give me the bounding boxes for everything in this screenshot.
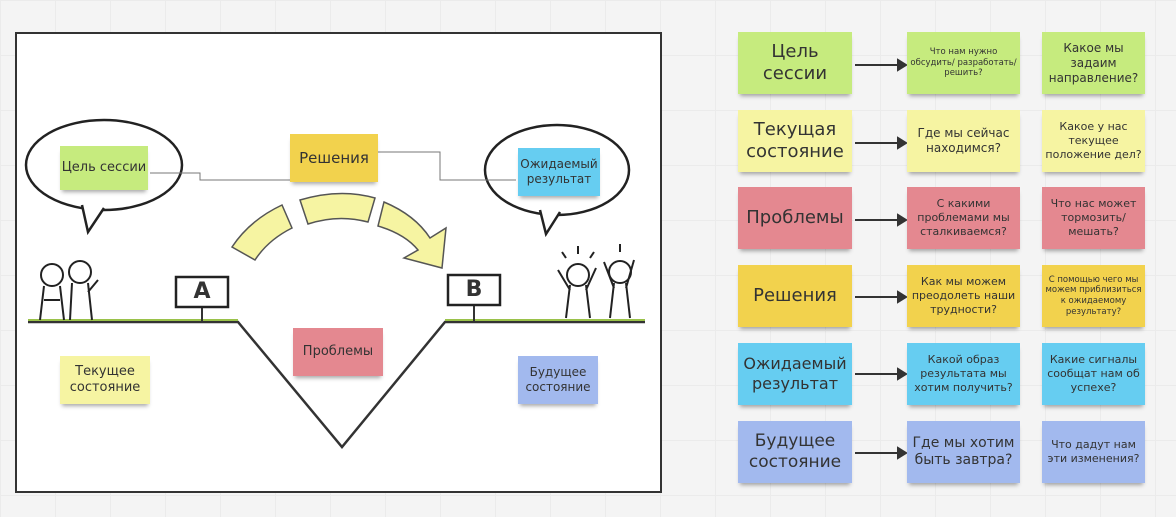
sign-a-label: A [193, 279, 211, 305]
note-expected-result: Ожидаемый результат [518, 148, 600, 196]
happy-people-icon [557, 244, 635, 319]
row-q1-solutions: Как мы можем преодолеть наши трудности? [907, 265, 1020, 327]
row-q2-expected: Какие сигналы сообщат нам об успехе? [1042, 343, 1145, 405]
row-label-current: Текущая состояние [738, 110, 852, 172]
row-q2-current: Какое у нас текущее положение дел? [1042, 110, 1145, 172]
row-q1-future: Где мы хотим быть завтра? [907, 421, 1020, 483]
row-q2-solutions: С помощью чего мы можем приблизиться к о… [1042, 265, 1145, 327]
sign-b [446, 273, 502, 322]
row-q1-problems: С какими проблемами мы сталкиваемся? [907, 187, 1020, 249]
note-goal: Цель сессии [60, 146, 148, 190]
row-label-expected: Ожидаемый результат [738, 343, 852, 405]
row-label-future: Будущее состояние [738, 421, 852, 483]
row-label-solutions: Решения [738, 265, 852, 327]
diagram-frame [15, 32, 662, 493]
sign-a [174, 275, 230, 322]
people-icon [39, 260, 99, 321]
row-q2-goal: Какое мы задаим направление? [1042, 32, 1145, 94]
arrows [855, 58, 908, 460]
note-current-state: Текущее состояние [60, 356, 150, 404]
row-q1-current: Где мы сейчас находимся? [907, 110, 1020, 172]
row-q1-goal: Что нам нужно обсудить/ разработать/реши… [907, 32, 1020, 94]
connector-line [150, 151, 516, 181]
arc-arrow [230, 192, 447, 269]
ground-line [28, 320, 645, 449]
row-label-goal: Цель сессии [738, 32, 852, 94]
note-solutions: Решения [290, 134, 378, 182]
row-q2-problems: Что нас может тормозить/ мешать? [1042, 187, 1145, 249]
row-label-problems: Проблемы [738, 187, 852, 249]
note-problems: Проблемы [293, 328, 383, 376]
row-q1-expected: Какой образ результата мы хотим получить… [907, 343, 1020, 405]
sign-b-label: B [465, 277, 483, 303]
row-q2-future: Что дадут нам эти изменения? [1042, 421, 1145, 483]
note-future-state: Будущее состояние [518, 356, 598, 404]
